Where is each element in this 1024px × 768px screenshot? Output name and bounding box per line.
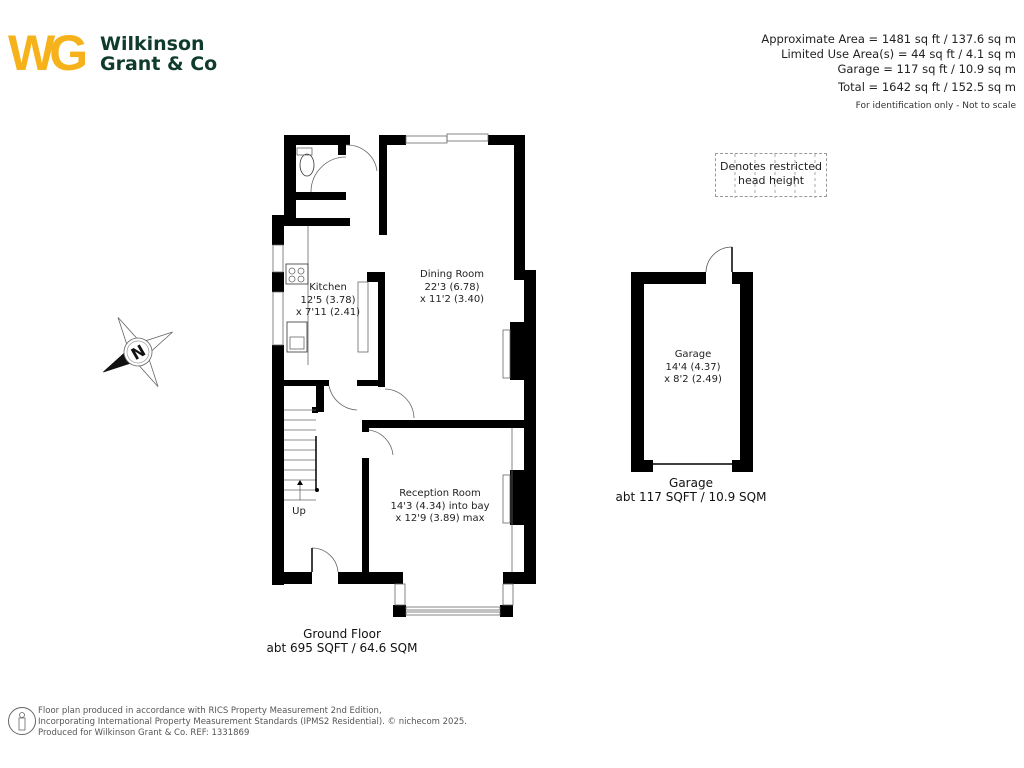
room-name: Garage — [674, 349, 712, 360]
compass-rose-icon — [103, 317, 173, 387]
stairs-up-label: Up — [292, 506, 306, 517]
legend-text-1: Denotes restricted — [719, 160, 823, 173]
footer-line-1: Floor plan produced in accordance with R… — [38, 706, 382, 716]
floor-area: abt 695 SQFT / 64.6 SQM — [266, 641, 418, 655]
footer-line-3: Produced for Wilkinson Grant & Co. REF: … — [38, 728, 250, 738]
logo-wordmark: Wilkinson Grant & Co — [100, 34, 217, 74]
person-height-icon — [8, 707, 36, 735]
logo-line-2: Grant & Co — [100, 53, 218, 75]
legend-text-2: head height — [737, 174, 805, 187]
person-glyph-icon — [18, 712, 26, 731]
floor-title: Ground Floor — [303, 627, 381, 641]
room-dimension: x 11'2 (3.40) — [419, 294, 485, 305]
garage-area: Garage = 117 sq ft / 10.9 sq m — [837, 62, 1016, 76]
floor-area: abt 117 SQFT / 10.9 SQM — [615, 490, 767, 504]
room-name: Reception Room — [399, 488, 481, 499]
footer-line-2: Incorporating International Property Mea… — [38, 717, 467, 727]
room-garage: Garage 14'4 (4.37) x 8'2 (2.49) — [650, 349, 736, 387]
logo-line-1: Wilkinson — [100, 33, 205, 55]
room-dimension: 14'4 (4.37) — [665, 361, 721, 373]
room-name: Dining Room — [420, 269, 484, 280]
limited-use-area: Limited Use Area(s) = 44 sq ft / 4.1 sq … — [781, 47, 1016, 61]
room-kitchen: Kitchen 12'5 (3.78) x 7'11 (2.41) — [283, 282, 373, 320]
room-dimension: 12'5 (3.78) — [300, 294, 356, 306]
room-reception: Reception Room 14'3 (4.34) into bay x 12… — [380, 488, 500, 526]
room-dining: Dining Room 22'3 (6.78) x 11'2 (3.40) — [400, 269, 504, 307]
logo-monogram: WG — [8, 25, 88, 81]
room-dimension: x 7'11 (2.41) — [295, 307, 361, 318]
area-summary: Approximate Area = 1481 sq ft / 137.6 sq… — [761, 32, 1016, 114]
room-dimension: x 12'9 (3.89) max — [395, 513, 485, 524]
room-dimension: 22'3 (6.78) — [424, 281, 480, 293]
total-area: Total = 1642 sq ft / 152.5 sq m — [838, 80, 1016, 94]
garage-caption: Garage abt 117 SQFT / 10.9 SQM — [600, 476, 782, 504]
ground-floor-caption: Ground Floor abt 695 SQFT / 64.6 SQM — [242, 627, 442, 655]
footer-notice: Floor plan produced in accordance with R… — [38, 706, 467, 739]
room-dimension: 14'3 (4.34) into bay — [390, 500, 490, 512]
room-dimension: x 8'2 (2.49) — [664, 374, 722, 385]
room-name: Kitchen — [309, 282, 347, 293]
scale-disclaimer: For identification only - Not to scale — [855, 101, 1016, 111]
approximate-area: Approximate Area = 1481 sq ft / 137.6 sq… — [761, 32, 1016, 46]
floor-title: Garage — [669, 476, 713, 490]
